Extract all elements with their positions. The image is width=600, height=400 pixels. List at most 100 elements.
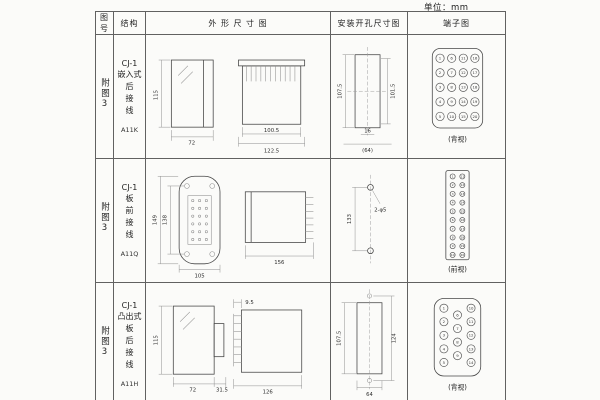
terminal-strip [444, 169, 470, 260]
dimension-lines [352, 186, 381, 251]
dimension-label: 2-φ5 [374, 207, 386, 213]
svg-text:7: 7 [450, 70, 453, 75]
svg-text:16: 16 [472, 55, 477, 60]
table-row: 附图3 CJ-1 凸出式 板 后 接 线 A11H [95, 282, 506, 400]
svg-text:11: 11 [460, 55, 465, 60]
outline-cell: 115 72 [145, 34, 331, 159]
svg-text:3: 3 [451, 191, 453, 195]
dimension-lines [233, 298, 302, 389]
outline-cell: 149 138 105 [145, 158, 331, 283]
svg-text:14: 14 [460, 200, 464, 204]
figure-number: 附图3 [99, 78, 110, 111]
svg-text:10: 10 [449, 113, 454, 118]
model-code: A11Q [120, 250, 139, 258]
dimension-label: 126 [263, 389, 274, 395]
svg-text:14: 14 [460, 99, 465, 104]
spec-table: 图号 结构 外 形 尺 寸 图 安装开孔尺寸图 端子图 附图3 CJ-1 嵌入式… [95, 11, 506, 400]
side-view-detail [179, 311, 195, 330]
svg-text:4: 4 [451, 200, 453, 204]
structure-line: CJ-1 [121, 59, 138, 68]
svg-text:7: 7 [451, 226, 453, 230]
svg-text:9: 9 [451, 244, 453, 248]
figure-number-cell: 附图3 [95, 282, 114, 400]
svg-text:6: 6 [451, 218, 453, 222]
terminal-plate [431, 47, 483, 128]
dimension-label: 133 [347, 214, 353, 224]
mounting-hole-drawing: 107.5 101.5 16 (64) [338, 46, 396, 153]
structure-line: 嵌入式 [117, 70, 142, 79]
relay-rear-view [241, 309, 303, 373]
terminal-fins [246, 65, 296, 81]
dimension-label: 138 [162, 214, 168, 225]
svg-text:11: 11 [468, 319, 473, 324]
flange-holes [184, 182, 215, 257]
svg-text:19: 19 [472, 99, 477, 104]
svg-text:11: 11 [460, 174, 464, 178]
mounting-cell: 107.5 124 64 [330, 282, 408, 400]
svg-text:12: 12 [460, 70, 465, 75]
dimension-label: 107.5 [337, 330, 343, 345]
svg-text:12: 12 [468, 332, 473, 337]
dimension-label: 124 [391, 332, 397, 343]
svg-text:9: 9 [450, 99, 453, 104]
svg-text:15: 15 [460, 209, 464, 213]
svg-text:13: 13 [460, 84, 465, 89]
svg-text:12: 12 [460, 183, 464, 187]
svg-text:6: 6 [450, 55, 453, 60]
dimension-lines [238, 126, 305, 147]
dimension-label: 149 [153, 214, 159, 225]
structure-line: CJ-1 [121, 301, 138, 310]
dimension-lines [158, 59, 214, 141]
structure-line: 接 [125, 94, 134, 103]
svg-text:7: 7 [456, 325, 459, 330]
header-mounting: 安装开孔尺寸图 [330, 11, 408, 35]
header-row: 图号 结构 外 形 尺 寸 图 安装开孔尺寸图 端子图 [95, 11, 506, 35]
structure-line: 后 [125, 82, 134, 91]
figure-number: 附图3 [99, 202, 110, 235]
svg-text:5: 5 [442, 359, 445, 364]
figure-number-cell: 附图3 [95, 158, 114, 283]
svg-text:3: 3 [442, 332, 445, 337]
view-label: (前视) [448, 264, 467, 273]
dimension-label: 107.5 [338, 83, 344, 98]
outline-drawing: 149 138 105 [153, 175, 314, 279]
svg-text:1: 1 [442, 305, 445, 310]
model-code: A11K [121, 126, 138, 134]
mounting-cell: 107.5 101.5 16 (64) [330, 34, 408, 159]
svg-text:19: 19 [460, 244, 464, 248]
mounting-cell: 133 2-φ5 [330, 158, 408, 283]
dimension-label: 115 [154, 89, 160, 99]
structure-line: 接 [125, 218, 134, 227]
model-code: A11H [120, 380, 139, 388]
svg-text:13: 13 [468, 346, 473, 351]
dimension-label: 105 [194, 273, 204, 279]
svg-text:20: 20 [460, 252, 464, 256]
pin-lines [305, 196, 314, 239]
svg-text:17: 17 [472, 70, 477, 75]
table-row: 附图3 CJ-1 板 前 接 线 A11Q [95, 158, 506, 283]
svg-text:8: 8 [456, 339, 459, 344]
figure-number-cell: 附图3 [95, 34, 114, 159]
svg-text:18: 18 [460, 235, 464, 239]
dimension-label: 115 [154, 335, 160, 345]
dimension-label: 9.5 [245, 300, 254, 306]
relay-side-view [244, 190, 307, 243]
table-row: 附图3 CJ-1 嵌入式 后 接 线 A11K [95, 34, 506, 159]
dimension-label: 72 [188, 140, 195, 146]
header-structure: 结构 [113, 11, 146, 35]
svg-text:8: 8 [450, 84, 453, 89]
terminal-comb [233, 313, 242, 366]
terminal-plate [433, 297, 481, 376]
structure-line: 凸出式 [117, 312, 142, 321]
svg-text:14: 14 [468, 359, 473, 364]
dimension-lines [341, 295, 395, 390]
view-label: (背视) [448, 382, 467, 391]
centerlines [347, 46, 388, 135]
svg-text:10: 10 [468, 305, 473, 310]
